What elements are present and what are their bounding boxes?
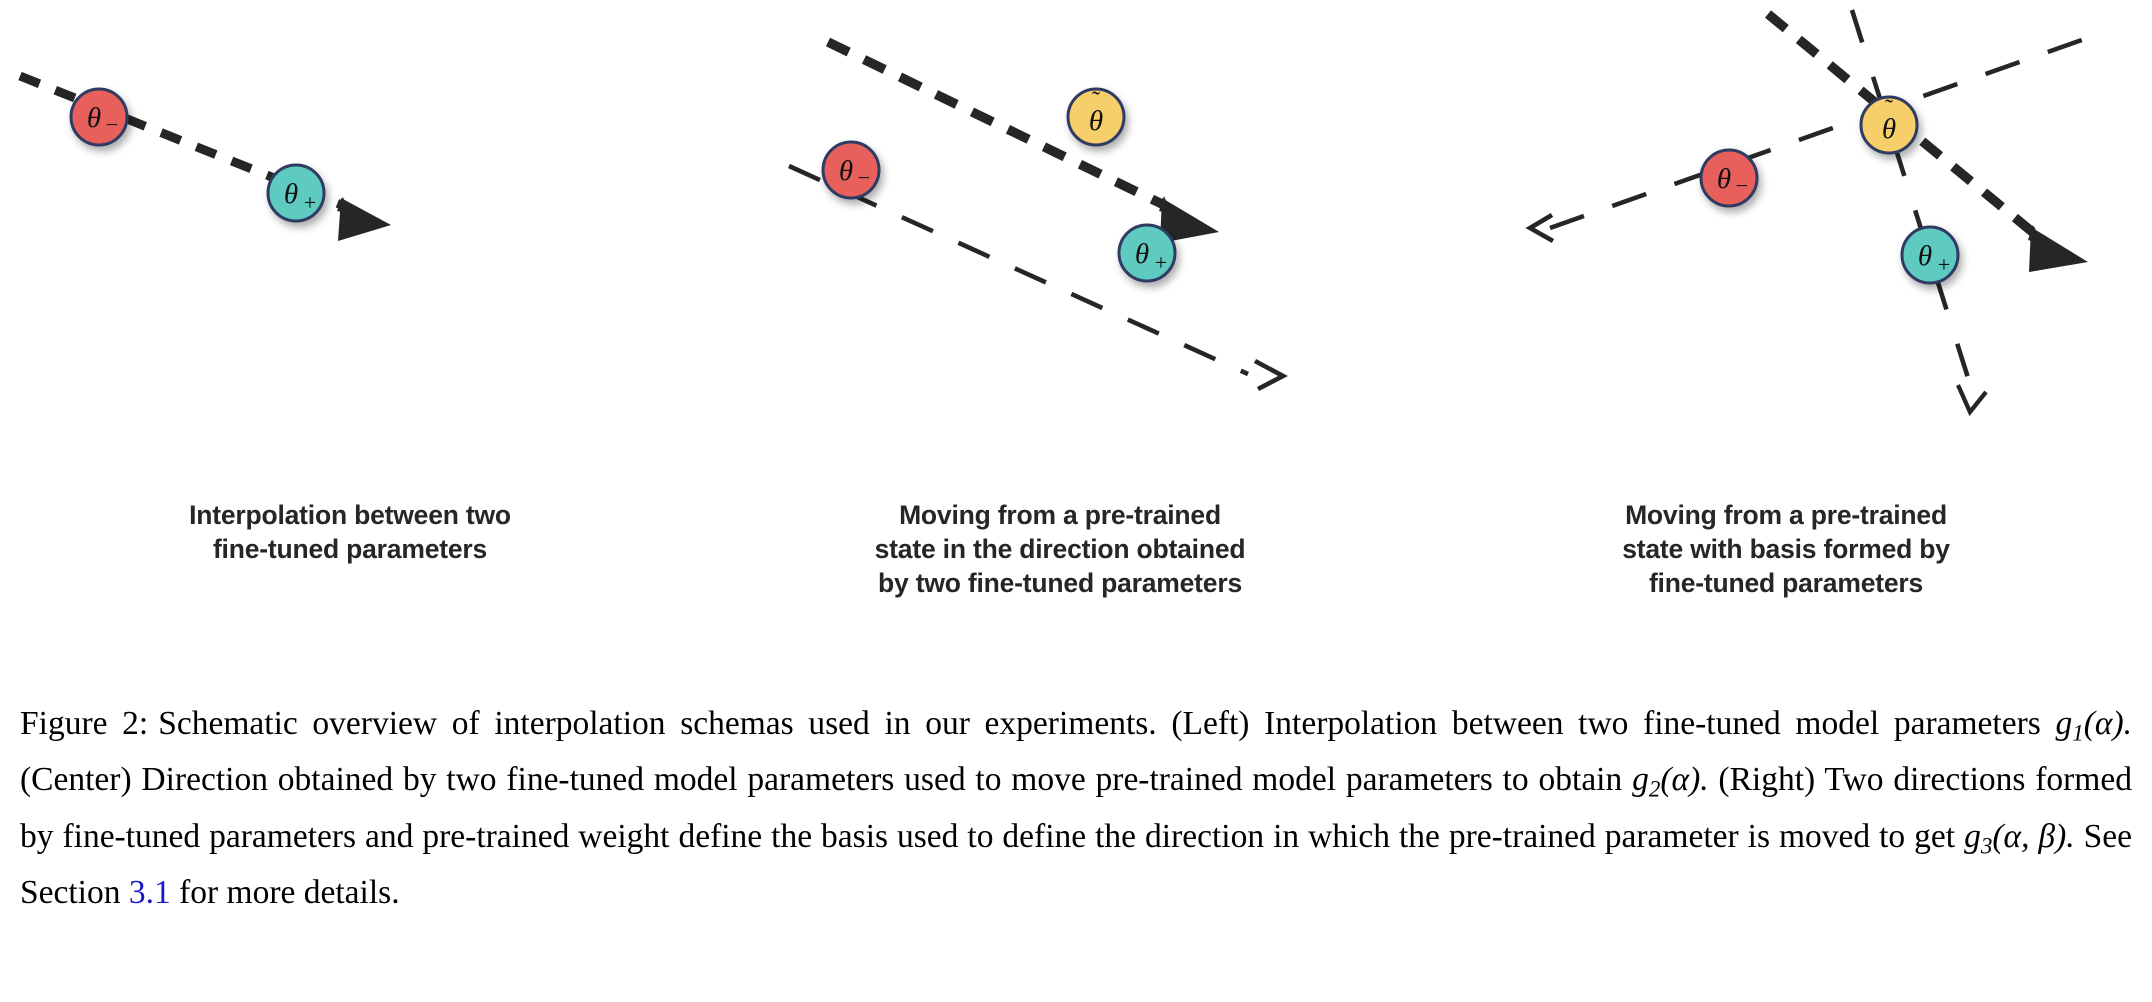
panel-left-caption: Interpolation between two fine-tuned par… bbox=[0, 498, 700, 566]
node-theta-plus-left: θ + bbox=[266, 163, 326, 223]
caption-g2-sub: 2 bbox=[1648, 776, 1661, 802]
panel-right-caption-line-2: state with basis formed by bbox=[1622, 534, 1950, 564]
caption-text-5: for more details. bbox=[170, 874, 400, 912]
svg-text:−: − bbox=[106, 112, 118, 137]
svg-text:θ: θ bbox=[1717, 163, 1731, 195]
panel-center-caption: Moving from a pre-trained state in the d… bbox=[700, 498, 1420, 600]
caption-g3-sub: 3 bbox=[1980, 833, 1993, 859]
caption-text-2: (Center) Direction obtained by two fine-… bbox=[20, 761, 1633, 799]
caption-g3-arg: (α, β). bbox=[1992, 817, 2075, 855]
interpolation-direction-line bbox=[18, 71, 391, 241]
caption-g1-sub: 1 bbox=[2072, 720, 2084, 746]
panel-right-caption: Moving from a pre-trained state with bas… bbox=[1420, 498, 2152, 600]
svg-text:+: + bbox=[304, 190, 316, 215]
node-theta-plus-c: θ + bbox=[1117, 223, 1177, 283]
caption-figure-number: Figure 2: bbox=[20, 705, 149, 742]
figure-diagram: θ − θ + bbox=[0, 0, 2152, 500]
node-theta-minus-r: θ − bbox=[1699, 148, 1759, 208]
caption-text-4: See Section bbox=[20, 817, 2132, 912]
panel-center-caption-line-1: Moving from a pre-trained bbox=[899, 500, 1221, 530]
figure-area: θ − θ + Interpolation between two fine-t… bbox=[0, 0, 2152, 600]
figure-caption: Figure 2:Schematic overview of interpola… bbox=[20, 700, 2132, 916]
svg-text:θ: θ bbox=[1918, 240, 1932, 272]
svg-text:−: − bbox=[1736, 173, 1748, 198]
caption-text-3: (Right) Two directions formed by fine-tu… bbox=[20, 761, 2132, 855]
svg-text:˜: ˜ bbox=[1092, 88, 1100, 114]
svg-text:+: + bbox=[1938, 252, 1950, 277]
panel-right-caption-line-3: fine-tuned parameters bbox=[1648, 568, 1924, 598]
basis-axis-one-r bbox=[1525, 27, 2111, 244]
pretrained-move-direction-line-c bbox=[825, 37, 1219, 243]
left-panel-graphics: θ − θ + bbox=[18, 71, 391, 241]
svg-text:−: − bbox=[858, 165, 870, 190]
node-theta-plus-r: θ + bbox=[1900, 225, 1960, 285]
panel-left-caption-line-1: Interpolation between two bbox=[189, 500, 511, 530]
svg-text:θ: θ bbox=[1882, 113, 1896, 145]
caption-g1: g bbox=[2055, 705, 2073, 742]
panel-left-caption-line-2: fine-tuned parameters bbox=[212, 534, 488, 564]
svg-text:θ: θ bbox=[839, 155, 853, 187]
caption-g2-arg: (α). bbox=[1660, 761, 1709, 799]
svg-text:θ: θ bbox=[284, 178, 298, 210]
panel-center-caption-line-3: by two fine-tuned parameters bbox=[878, 568, 1242, 598]
section-link[interactable]: 3.1 bbox=[128, 874, 171, 912]
caption-g2: g bbox=[1632, 761, 1649, 799]
finetuned-direction-line-c bbox=[788, 163, 1288, 392]
caption-g3: g bbox=[1964, 817, 1981, 855]
node-theta-tilde-r: θ ˜ bbox=[1859, 95, 1919, 155]
svg-text:θ: θ bbox=[1135, 238, 1149, 270]
svg-text:+: + bbox=[1155, 250, 1167, 275]
svg-text:θ: θ bbox=[1089, 105, 1103, 137]
right-panel-graphics: θ ˜ θ − θ + bbox=[1525, 9, 2111, 417]
node-theta-tilde-c: θ ˜ bbox=[1066, 87, 1126, 147]
node-theta-minus-c: θ − bbox=[821, 140, 881, 200]
basis-axis-two-r bbox=[1849, 9, 1988, 417]
center-panel-graphics: θ ˜ θ − θ + bbox=[788, 37, 1288, 392]
panel-right-caption-line-1: Moving from a pre-trained bbox=[1625, 500, 1947, 530]
svg-text:˜: ˜ bbox=[1885, 96, 1893, 122]
node-theta-minus-left: θ − bbox=[69, 87, 129, 147]
caption-text-1: Schematic overview of interpolation sche… bbox=[158, 705, 2056, 742]
caption-g1-arg: (α). bbox=[2083, 705, 2132, 742]
panel-center-caption-line-2: state in the direction obtained bbox=[874, 534, 1246, 564]
svg-text:θ: θ bbox=[87, 102, 101, 134]
